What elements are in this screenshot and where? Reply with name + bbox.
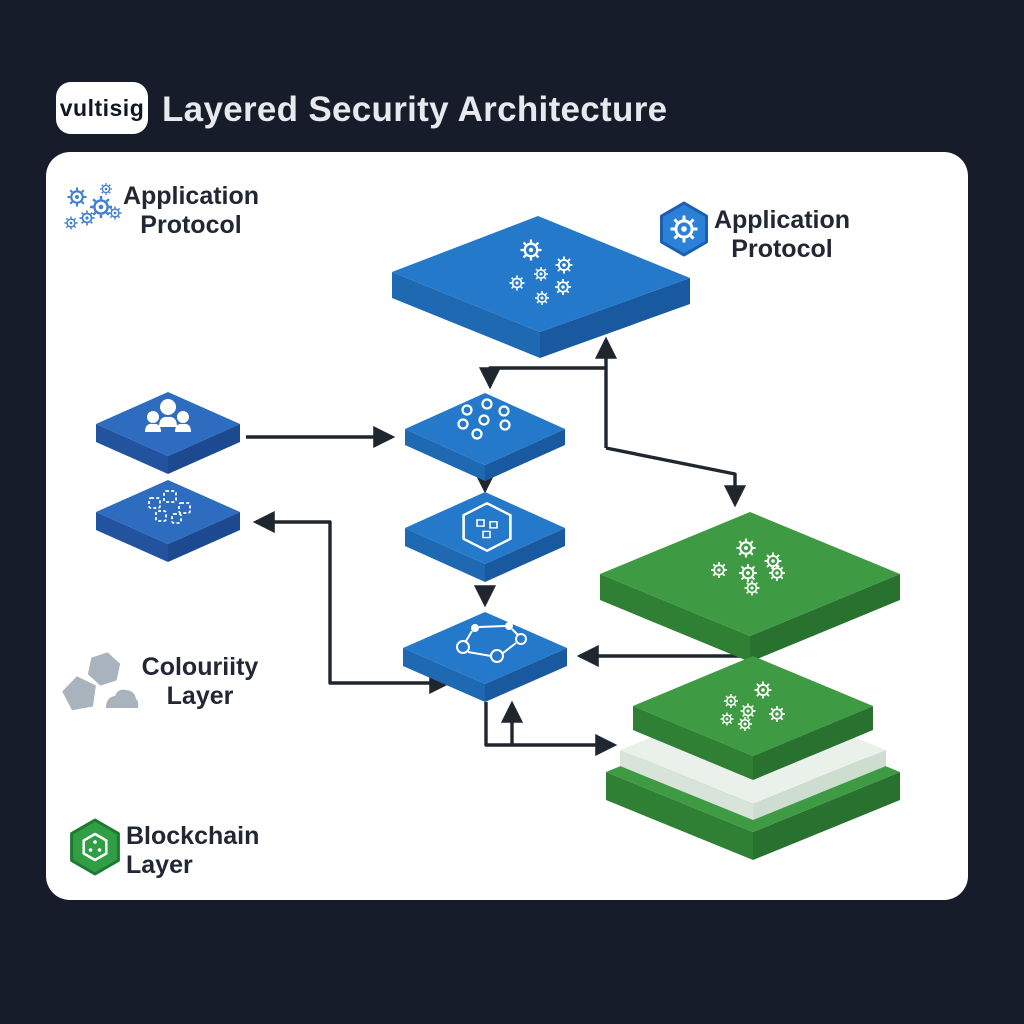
vultisig-logo-text: vultisig	[59, 94, 145, 121]
legend-line: Protocol	[140, 210, 242, 239]
diagram-card	[46, 152, 968, 900]
legend-line: Colouriity	[141, 653, 259, 681]
legend-blockchain-layer: Blockchain Layer	[126, 822, 296, 880]
legend-line: Application	[122, 182, 260, 210]
legend-application-protocol-right: Application Protocol	[706, 206, 858, 264]
legend-line: Application	[713, 206, 851, 234]
vultisig-logo-badge: vultisig	[56, 82, 148, 134]
legend-line: Layer	[166, 681, 234, 710]
legend-line: Protocol	[731, 234, 833, 263]
legend-line: Blockchain	[126, 822, 260, 850]
legend-security-layer: Colouriity Layer	[130, 653, 270, 711]
legend-application-protocol-left: Application Protocol	[112, 182, 270, 240]
legend-line: Layer	[126, 850, 193, 879]
page-title: Layered Security Architecture	[162, 90, 668, 129]
